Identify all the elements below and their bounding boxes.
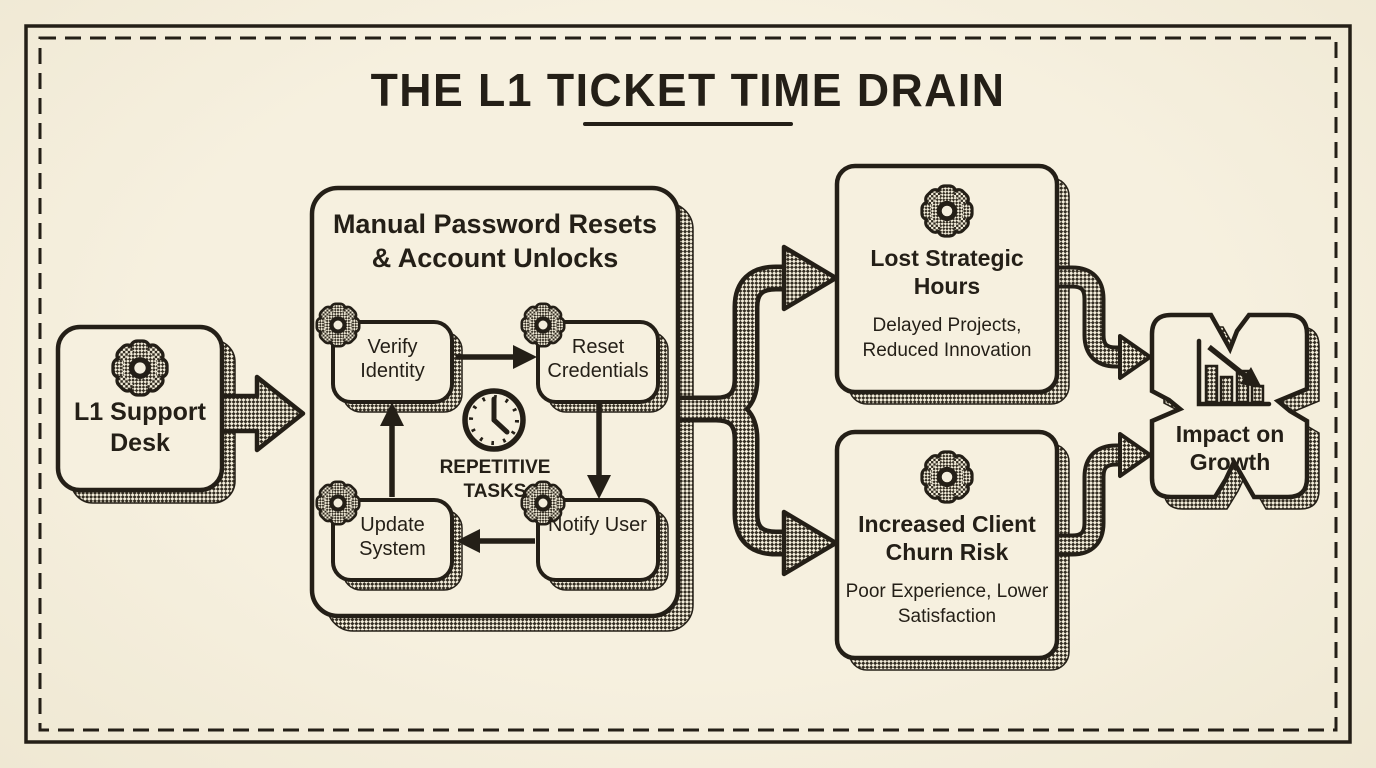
title-underline: [583, 122, 793, 126]
arrow-churn-to-impact: [1056, 432, 1152, 557]
cycle-arrows: [380, 345, 611, 553]
churn-risk-title: Increased Client Churn Risk: [858, 511, 1036, 566]
outer-frame: [24, 24, 1352, 744]
gear-icon: [115, 343, 166, 394]
flow-arrows: [213, 244, 1152, 577]
step-notify-user-label: Notify User: [548, 514, 647, 536]
notify-user-box: [536, 498, 660, 582]
process-title: Manual Password Resets & Account Unlocks: [332, 209, 658, 273]
inner-dashed-frame: [38, 36, 1338, 732]
gear-icon: [923, 187, 970, 234]
lost-hours-subtitle: Delayed Projects, Reduced Innovation: [862, 315, 1032, 361]
update-system-box: [331, 498, 454, 582]
churn-risk-box: [834, 429, 1060, 661]
repetitive-tasks-label: REPETITIVE TASKS: [439, 457, 551, 502]
impact-growth-label: Impact on Growth: [1175, 421, 1285, 476]
lost-hours-title: Lost Strategic Hours: [870, 245, 1024, 300]
verify-identity-box: [331, 320, 454, 404]
arrow-lost-to-impact: [1056, 265, 1152, 380]
churn-risk-subtitle: Poor Experience, Lower Satisfaction: [845, 581, 1049, 627]
l1-support-desk-label: L1 Support Desk: [74, 398, 206, 457]
clock-icon: [462, 388, 526, 452]
arrow-fork: [676, 244, 839, 577]
l1-support-desk-box: [55, 324, 225, 493]
step-reset-credentials-label: Reset Credentials: [547, 336, 649, 383]
declining-chart-icon: [1196, 338, 1272, 407]
reset-credentials-box: [536, 320, 660, 404]
step-verify-identity-label: Verify Identity: [360, 336, 425, 383]
lost-hours-box: [834, 163, 1060, 395]
gear-icon: [923, 453, 970, 500]
step-update-system-label: Update System: [359, 514, 426, 561]
page-title: THE L1 TICKET TIME DRAIN: [370, 64, 1006, 116]
